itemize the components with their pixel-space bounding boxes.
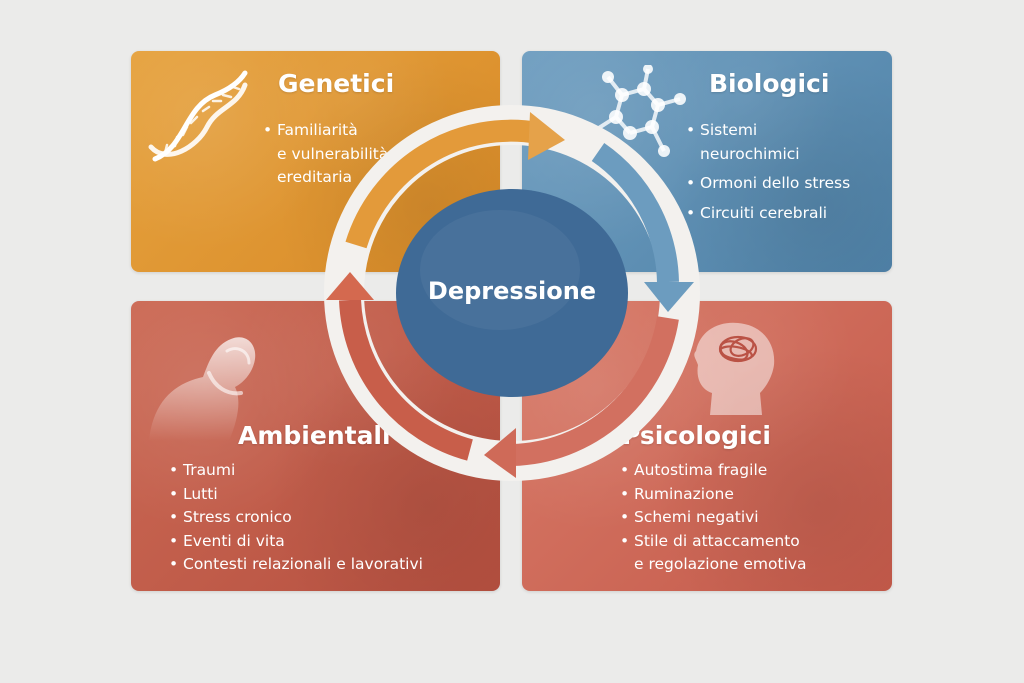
genetici-list: Familiarità e vulnerabilità ereditaria	[263, 119, 388, 190]
ambientali-list: Traumi Lutti Stress cronico Eventi di vi…	[169, 459, 423, 577]
dna-icon	[148, 70, 248, 162]
biologici-list: Sistemi neurochimici Ormoni dello stress…	[686, 119, 850, 225]
center-label: Depressione	[427, 277, 597, 305]
list-item: Autostima fragile	[620, 459, 807, 483]
biologici-title: Biologici	[709, 69, 830, 98]
list-item: Stile di attaccamento e regolazione emot…	[620, 530, 807, 577]
biologici-box: Biologici Sistemi neurochimici Ormoni de…	[522, 51, 892, 272]
psicologici-title: Psicologici	[622, 421, 771, 450]
list-item: Traumi	[169, 459, 423, 483]
list-item: Stress cronico	[169, 506, 423, 530]
list-item: Circuiti cerebrali	[686, 202, 850, 226]
psicologici-box: Psicologici Autostima fragile Ruminazion…	[522, 301, 892, 591]
list-item: Ormoni dello stress	[686, 172, 850, 196]
list-item: Contesti relazionali e lavorativi	[169, 553, 423, 577]
list-item: Sistemi neurochimici	[686, 119, 850, 166]
list-item: Familiarità e vulnerabilità ereditaria	[263, 119, 388, 190]
list-item: Lutti	[169, 483, 423, 507]
arrow-left-head	[326, 272, 374, 300]
distressed-person-icon	[149, 337, 256, 441]
list-item: Eventi di vita	[169, 530, 423, 554]
genetici-box: Genetici Familiarità e vulnerabilità ere…	[131, 51, 500, 272]
list-item: Ruminazione	[620, 483, 807, 507]
ambientali-title: Ambientali	[238, 421, 391, 450]
ambientali-box: Ambientali Traumi Lutti Stress cronico E…	[131, 301, 500, 591]
list-item: Schemi negativi	[620, 506, 807, 530]
psicologici-list: Autostima fragile Ruminazione Schemi neg…	[620, 459, 807, 577]
genetici-title: Genetici	[278, 69, 395, 98]
head-tangled-thoughts-icon	[694, 322, 775, 415]
